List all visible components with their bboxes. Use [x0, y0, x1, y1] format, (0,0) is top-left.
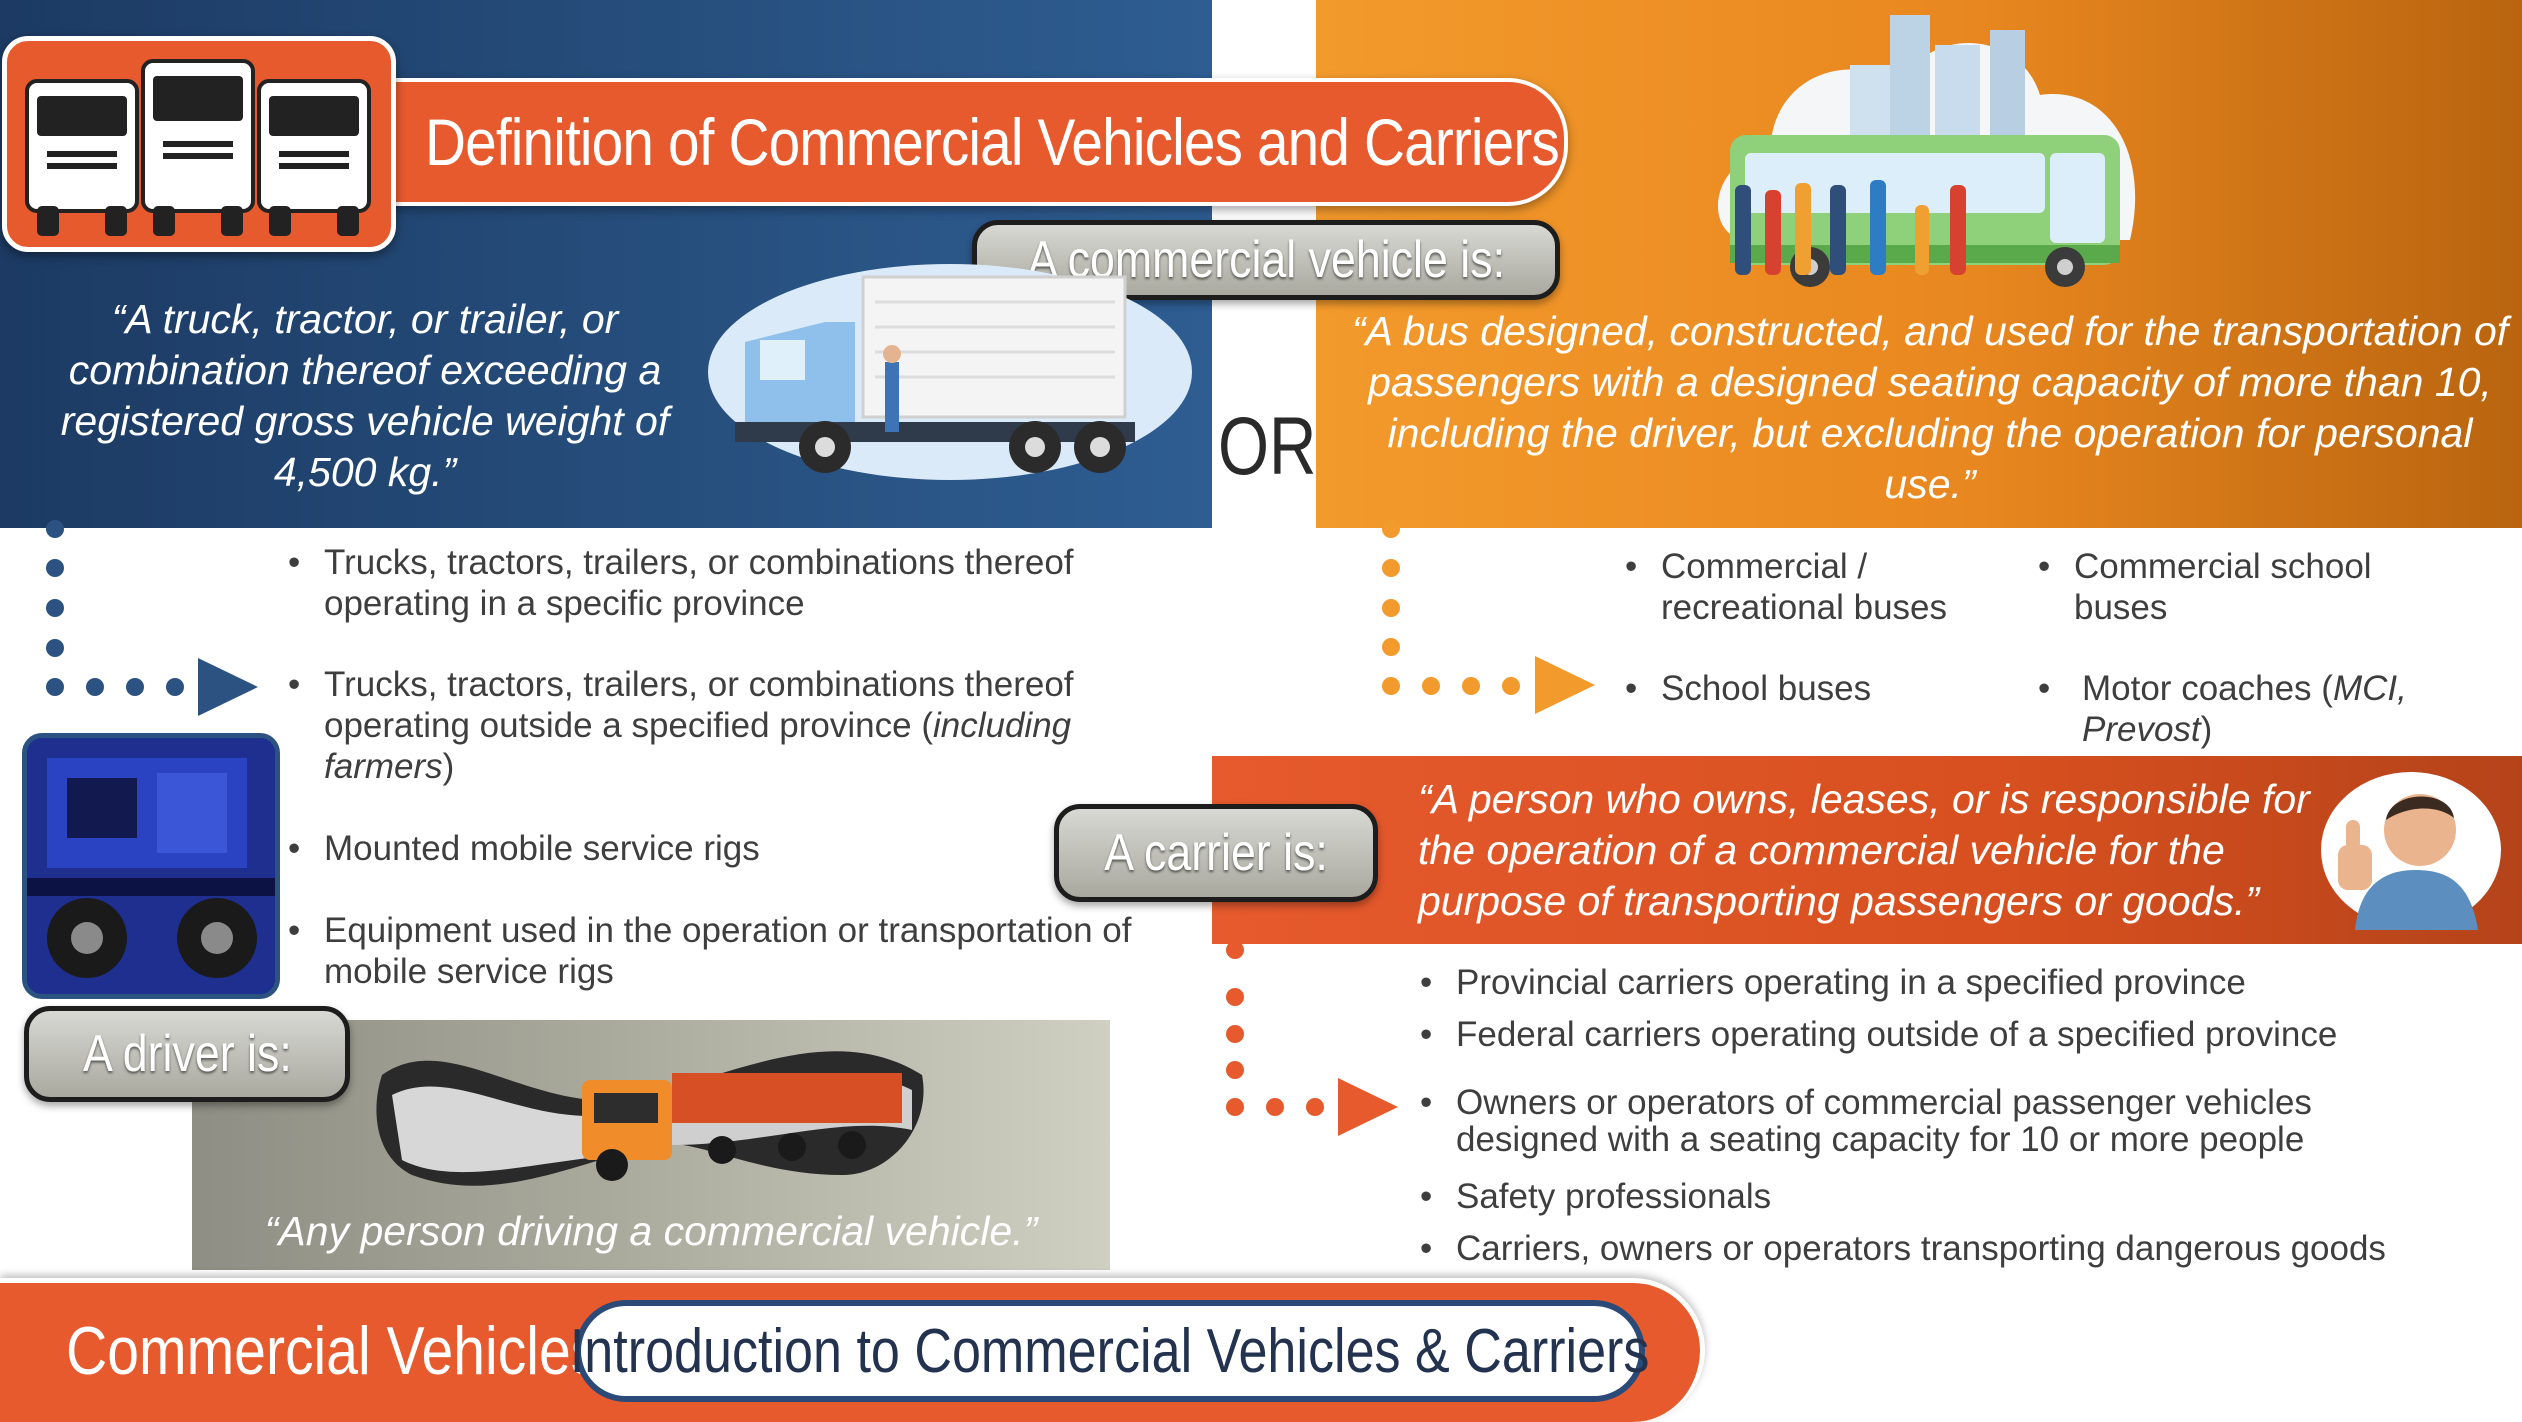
box-truck-icon: [708, 264, 1192, 480]
list-item: Trucks, tractors, trailers, or combinati…: [288, 664, 1188, 787]
connector-dot: [1382, 599, 1400, 617]
list-item: Trucks, tractors, trailers, or combinati…: [288, 542, 1188, 624]
carrier-definition-quote: “A person who owns, leases, or is respon…: [1418, 776, 2310, 924]
connector-dot: [46, 639, 64, 657]
list-item: Provincial carriers operating in a speci…: [1420, 962, 2500, 1003]
connector-dot: [1382, 638, 1400, 656]
bus-bullet-list: Commercial school buses: [2038, 546, 2438, 628]
carrier-bullet-list: Federal carriers operating outside of a …: [1420, 1014, 2500, 1055]
list-item: Commercial school buses: [2038, 546, 2438, 628]
truck-bullet-list: Mounted mobile service rigs: [288, 828, 1188, 869]
thumbs-up-person-icon: [2321, 772, 2501, 930]
connector-dot: [1502, 677, 1520, 695]
carrier-bullet-list: Safety professionals: [1420, 1176, 2500, 1217]
connector-dot: [1382, 520, 1400, 538]
list-item: Commercial / recreational buses: [1625, 546, 2005, 628]
connector-dot: [46, 599, 64, 617]
bus-definition-quote: “A bus designed, constructed, and used f…: [1351, 308, 2509, 507]
connector-dot: [1382, 677, 1400, 695]
connector-dot: [166, 678, 184, 696]
arrow-right-icon: [1535, 656, 1595, 714]
carrier-bullet-list: Owners or operators of commercial passen…: [1420, 1084, 2450, 1158]
list-item: Equipment used in the operation or trans…: [288, 910, 1188, 992]
connector-dot: [1226, 1098, 1244, 1116]
list-item: Carriers, owners or operators transporti…: [1420, 1228, 2510, 1269]
connector-dot: [1306, 1098, 1324, 1116]
list-item: Federal carriers operating outside of a …: [1420, 1014, 2500, 1055]
driver-definition-quote: “Any person driving a commercial vehicle…: [264, 1208, 1038, 1254]
driver-label: A driver is:: [24, 1006, 350, 1102]
arrow-right-icon: [198, 658, 258, 716]
list-item: Safety professionals: [1420, 1176, 2500, 1217]
bus-with-passengers-icon: [1717, 15, 2136, 287]
carrier-bullet-list: Provincial carriers operating in a speci…: [1420, 962, 2500, 1003]
connector-dot: [1226, 941, 1244, 959]
truck-bullet-list: Equipment used in the operation or trans…: [288, 910, 1188, 992]
or-divider: OR: [1218, 401, 1317, 492]
bus-bullet-list: School buses: [1625, 668, 2005, 709]
connector-dot: [46, 559, 64, 577]
list-item: Owners or operators of commercial passen…: [1420, 1084, 2450, 1158]
course-title: Introduction to Commercial Vehicles & Ca…: [570, 1316, 1650, 1386]
connector-dot: [1462, 677, 1480, 695]
connector-dot: [1226, 988, 1244, 1006]
list-item: Mounted mobile service rigs: [288, 828, 1188, 869]
bus-bullet-list: Commercial / recreational buses: [1625, 546, 2005, 628]
carrier-label: A carrier is:: [1054, 804, 1378, 902]
connector-dot: [1226, 1061, 1244, 1079]
connector-dot: [1422, 677, 1440, 695]
carrier-bullet-list: Carriers, owners or operators transporti…: [1420, 1228, 2510, 1269]
connector-dot: [86, 678, 104, 696]
truck-definition-quote: “A truck, tractor, or trailer, or combin…: [60, 296, 670, 495]
list-item: School buses: [1625, 668, 2005, 709]
truck-bullet-list: Trucks, tractors, trailers, or combinati…: [288, 542, 1188, 624]
arrow-right-icon: [1338, 1078, 1398, 1136]
trucks-logo-icon: [25, 59, 371, 236]
connector-dot: [126, 678, 144, 696]
truck-bullet-list: Trucks, tractors, trailers, or combinati…: [288, 664, 1188, 787]
mobile-service-rig-photo: [22, 733, 280, 999]
connector-dot: [46, 520, 64, 538]
bus-bullet-list: Motor coaches (MCI, Prevost): [2038, 668, 2478, 750]
orange-truck-icon: [376, 1051, 924, 1186]
page-title: Definition of Commercial Vehicles and Ca…: [425, 105, 1560, 179]
section-title: Commercial Vehicles: [66, 1313, 600, 1389]
connector-dot: [1266, 1098, 1284, 1116]
connector-dot: [1382, 559, 1400, 577]
course-title-pill: Introduction to Commercial Vehicles & Ca…: [570, 1300, 1650, 1402]
title-banner: [330, 78, 1568, 206]
connector-dot: [1226, 1025, 1244, 1043]
carrier-definition-banner: [1212, 756, 2522, 944]
list-item: Motor coaches (MCI, Prevost): [2038, 668, 2478, 750]
connector-dot: [46, 678, 64, 696]
trucks-logo: [2, 36, 396, 252]
